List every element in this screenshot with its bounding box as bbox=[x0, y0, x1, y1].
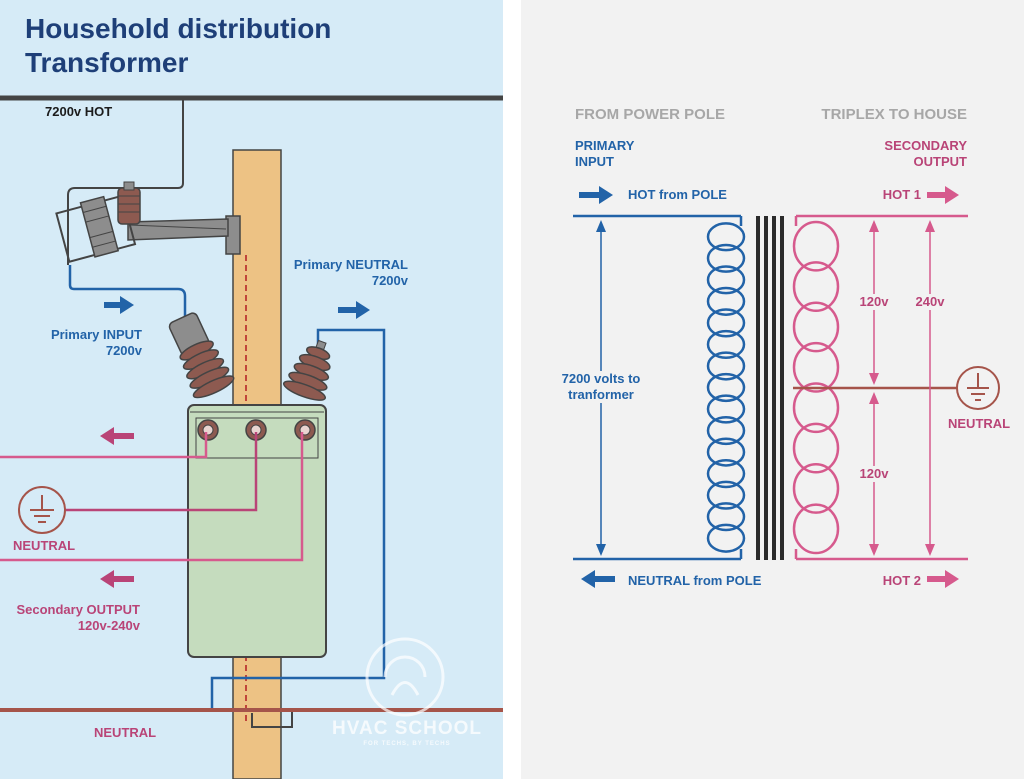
neutral-label-bottom: NEUTRAL bbox=[94, 725, 157, 740]
120v-top-label: 120v bbox=[854, 294, 894, 310]
primary-neutral-arrow-icon bbox=[338, 301, 370, 319]
neutral-from-pole-label: NEUTRAL from POLE bbox=[628, 573, 762, 588]
secondary-coil bbox=[792, 220, 840, 555]
hvac-school-logo-icon bbox=[365, 637, 445, 717]
iron-core bbox=[756, 216, 784, 560]
primary-input-arrow-icon bbox=[104, 296, 134, 314]
diagram-title: Household distribution Transformer bbox=[25, 12, 331, 80]
primary-coil-loop bbox=[706, 394, 746, 424]
title-line-1: Household distribution bbox=[25, 13, 332, 44]
pole-transformer-illustration bbox=[0, 95, 503, 779]
hot2-arrow-icon bbox=[927, 570, 959, 588]
primary-coil bbox=[706, 222, 746, 553]
hot-from-pole-label: HOT from POLE bbox=[628, 187, 727, 202]
hot1-label: HOT 1 bbox=[882, 187, 921, 202]
secondary-coil-loop bbox=[792, 382, 840, 434]
hot-from-pole-arrow-icon bbox=[579, 186, 613, 204]
watermark-text: HVAC SCHOOL FOR TECHS, BY TECHS bbox=[332, 718, 482, 747]
transformer-schematic-panel: FROM POWER POLE TRIPLEX TO HOUSE PRIMARY… bbox=[521, 0, 1024, 779]
primary-coil-loop bbox=[706, 308, 746, 338]
secondary-terminals bbox=[197, 419, 316, 441]
primary-bushing bbox=[168, 312, 235, 399]
primary-coil-loop bbox=[706, 415, 746, 446]
primary-coil-loop bbox=[706, 480, 746, 510]
secondary-output-arrow-top-icon bbox=[100, 427, 134, 445]
secondary-coil-loop bbox=[792, 301, 840, 353]
hot1-arrow-icon bbox=[927, 186, 959, 204]
primary-coil-loop bbox=[706, 222, 746, 252]
primary-coil-loop bbox=[706, 351, 746, 381]
neutral-from-pole-arrow-icon bbox=[581, 570, 615, 588]
neutral-label-mid: NEUTRAL bbox=[13, 538, 76, 553]
household-transformer-panel: Household distribution Transformer 7200v… bbox=[0, 0, 503, 779]
primary-coil-loop bbox=[706, 286, 746, 316]
secondary-coil-loop bbox=[792, 422, 840, 474]
hot-label: 7200v HOT bbox=[45, 104, 113, 119]
primary-coil-loop bbox=[706, 243, 746, 273]
from-power-pole-heading: FROM POWER POLE bbox=[575, 106, 725, 123]
primary-coil-loop bbox=[706, 265, 746, 295]
watermark-subtext: FOR TECHS, BY TECHS bbox=[363, 741, 451, 747]
transformer-schematic bbox=[573, 186, 1000, 588]
primary-coil-loop bbox=[706, 372, 746, 403]
240v-label: 240v bbox=[910, 294, 950, 310]
primary-coil-loop bbox=[706, 502, 746, 532]
primary-coil-loop bbox=[706, 329, 746, 360]
primary-coil-loop bbox=[706, 437, 746, 467]
primary-coil-loop bbox=[706, 459, 746, 489]
neutral-bushing bbox=[282, 339, 331, 401]
secondary-coil-loop bbox=[792, 462, 840, 514]
ground-symbol-left bbox=[18, 486, 66, 534]
title-line-2: Transformer bbox=[25, 47, 189, 78]
cutout-insulator bbox=[117, 181, 141, 225]
120v-bottom-label: 120v bbox=[854, 466, 894, 482]
secondary-coil-loop bbox=[792, 503, 840, 555]
secondary-coil-loop bbox=[792, 261, 840, 313]
secondary-coil-loop bbox=[792, 220, 840, 272]
secondary-output-arrow-bottom-icon bbox=[100, 570, 134, 588]
secondary-coil-loop bbox=[792, 341, 840, 393]
neutral-label: NEUTRAL bbox=[948, 416, 1011, 431]
primary-coil-loop bbox=[706, 523, 746, 553]
hot2-label: HOT 2 bbox=[882, 573, 921, 588]
triplex-heading: TRIPLEX TO HOUSE bbox=[821, 106, 967, 123]
ground-symbol-right bbox=[956, 366, 1000, 410]
